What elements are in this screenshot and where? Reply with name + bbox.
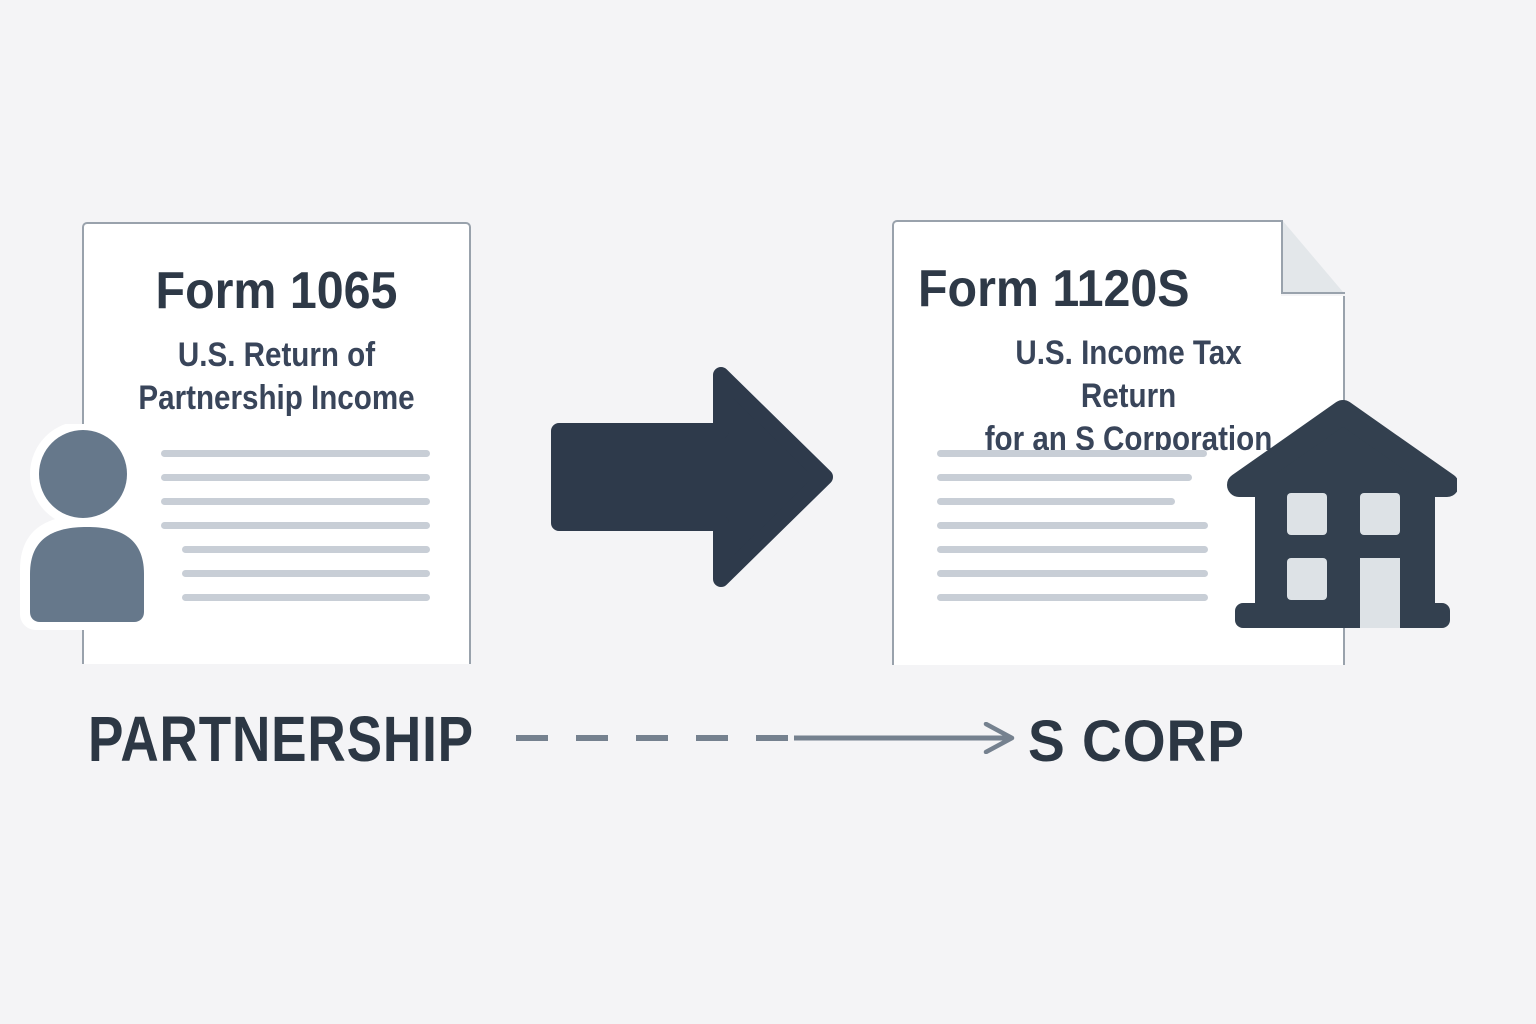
dashed-arrow-right-icon: [516, 722, 1015, 754]
text-line: [937, 450, 1207, 457]
form-1065-title: Form 1065: [155, 262, 398, 320]
form-1120s-card: Form 1120S U.S. Income Tax Return for an…: [892, 220, 1345, 665]
text-line: [161, 522, 430, 529]
form-1120s-subtitle: U.S. Income Tax Return for an S Corporat…: [968, 332, 1289, 461]
text-line: [182, 570, 430, 577]
s-corp-label: S CORP: [1028, 709, 1245, 774]
form-1065-subtitle-line2: Partnership Income: [138, 379, 415, 417]
person-icon: [20, 424, 154, 630]
arrow-right-icon: [551, 367, 833, 587]
text-line: [937, 594, 1208, 601]
text-line: [182, 546, 430, 553]
folded-corner-icon: [1281, 220, 1345, 296]
building-icon: [1227, 400, 1457, 628]
text-line: [937, 546, 1208, 553]
text-line: [161, 474, 430, 481]
text-line: [937, 570, 1208, 577]
form-1065-subtitle: U.S. Return of Partnership Income: [109, 334, 444, 420]
form-1065-subtitle-line1: U.S. Return of: [177, 336, 376, 374]
partnership-label: PARTNERSHIP: [88, 703, 474, 775]
text-line: [937, 498, 1175, 505]
form-1120s-subtitle-line1: U.S. Income Tax Return: [1015, 334, 1242, 415]
text-line: [937, 522, 1208, 529]
text-line: [161, 498, 430, 505]
text-line: [161, 450, 430, 457]
text-line: [182, 594, 430, 601]
form-1120s-title: Form 1120S: [918, 260, 1190, 318]
text-line: [937, 474, 1192, 481]
